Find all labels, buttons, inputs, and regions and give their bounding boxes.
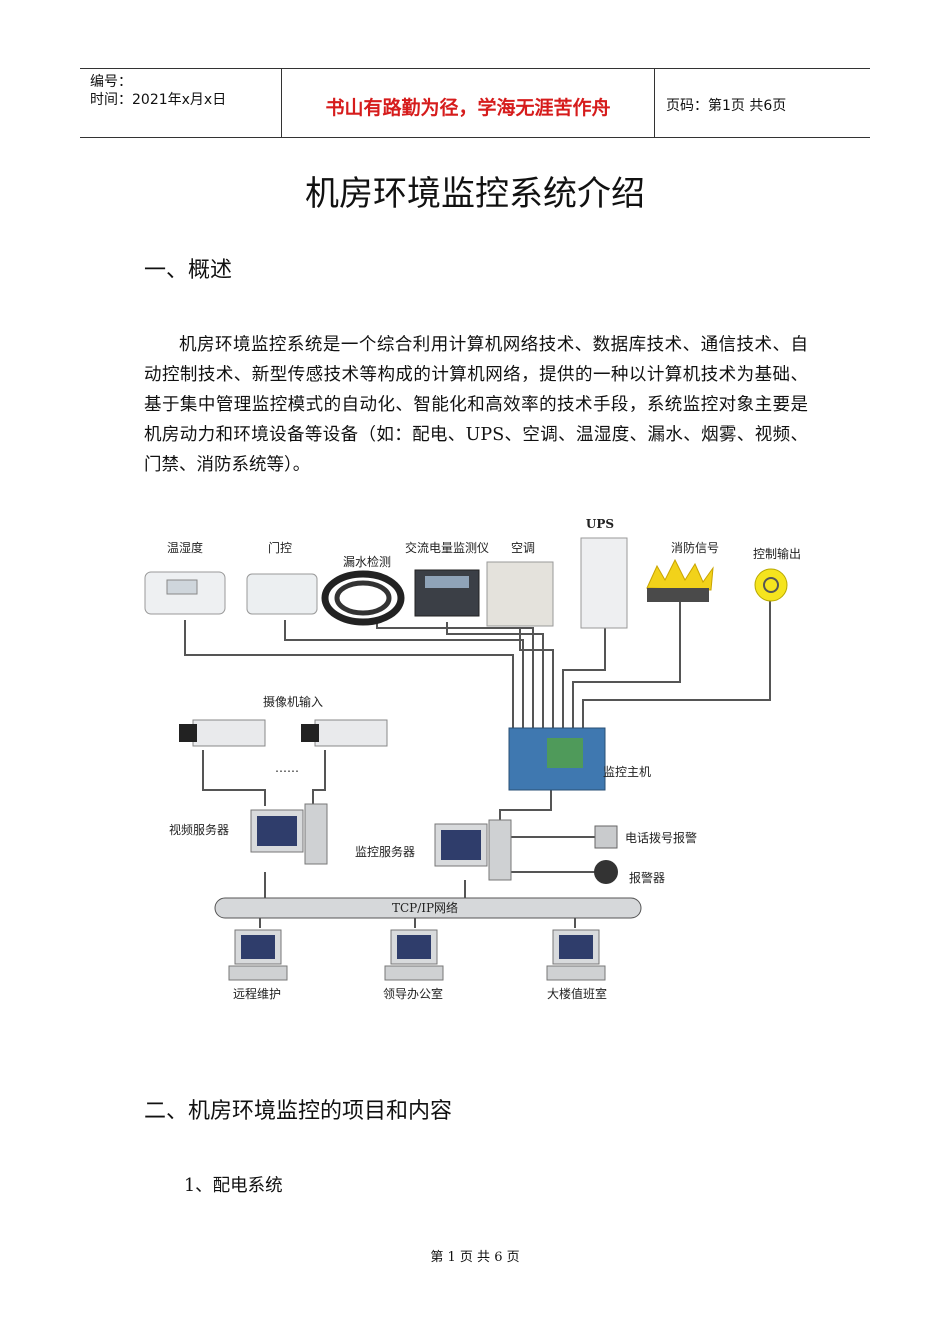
page-header: 编号： 时间：2021年x月x日 书山有路勤为径，学海无涯苦作舟 页码：第1页 … bbox=[80, 68, 870, 138]
control-output-ring bbox=[763, 577, 779, 593]
section1-heading: 一、概述 bbox=[144, 258, 233, 283]
device-label: 漏水检测 bbox=[343, 554, 391, 569]
device-label: 交流电量监测仪 bbox=[405, 540, 489, 555]
header-motto-cell: 书山有路勤为径，学海无涯苦作舟 bbox=[281, 69, 655, 137]
camera-lens bbox=[301, 724, 319, 742]
phone-alarm-label: 电话拨号报警 bbox=[625, 830, 697, 845]
header-page-cell: 页码：第1页 共6页 bbox=[654, 69, 870, 137]
network-label: TCP/IP网络 bbox=[392, 900, 458, 915]
device-label: UPS bbox=[586, 517, 614, 531]
device-label: 消防信号 bbox=[671, 540, 719, 555]
camera-lens bbox=[179, 724, 197, 742]
device-label: 空调 bbox=[511, 541, 535, 555]
leak-cable-icon bbox=[321, 570, 405, 626]
document-title: 机房环境监控系统介绍 bbox=[305, 174, 645, 214]
terminal-screen bbox=[397, 935, 431, 959]
fire-signal-icon bbox=[646, 558, 714, 591]
monitor-server-screen bbox=[441, 830, 481, 860]
leak-cable-inner bbox=[334, 580, 392, 616]
terminal-base bbox=[384, 965, 444, 981]
camera-input-label: 摄像机输入 bbox=[263, 694, 323, 709]
host-board bbox=[547, 738, 583, 768]
terminal-label: 领导办公室 bbox=[383, 986, 443, 1001]
terminal-label: 大楼值班室 bbox=[547, 986, 607, 1001]
header-meta: 编号： 时间：2021年x月x日 bbox=[80, 69, 280, 137]
dots-label: …… bbox=[275, 761, 299, 775]
alarm-label: 报警器 bbox=[629, 870, 665, 885]
time-label: 时间：2021年x月x日 bbox=[90, 92, 227, 108]
sensor-screen bbox=[166, 579, 198, 595]
terminal-screen bbox=[559, 935, 593, 959]
camera-icon bbox=[192, 719, 266, 747]
monitor-server-tower bbox=[488, 819, 512, 881]
ups-cabinet-icon bbox=[580, 537, 628, 629]
control-output-icon bbox=[754, 568, 788, 602]
page-label: 页码：第1页 共6页 bbox=[666, 98, 787, 114]
camera-icon bbox=[314, 719, 388, 747]
telephone-icon bbox=[594, 825, 618, 849]
number-label: 编号： bbox=[90, 74, 132, 90]
device-label: 温湿度 bbox=[167, 540, 203, 555]
air-conditioner-icon bbox=[486, 561, 554, 627]
terminal-screen bbox=[241, 935, 275, 959]
device-label: 门控 bbox=[268, 540, 292, 555]
meter-display bbox=[425, 576, 469, 588]
motto: 书山有路勤为径，学海无涯苦作舟 bbox=[325, 97, 611, 119]
page-footer: 第 1 页 共 6 页 bbox=[430, 1250, 520, 1265]
section2-heading: 二、机房环境监控的项目和内容 bbox=[144, 1099, 453, 1124]
door-control-icon bbox=[246, 573, 318, 615]
terminal-base bbox=[546, 965, 606, 981]
alarm-siren-icon bbox=[594, 860, 618, 884]
fire-device-base bbox=[647, 588, 709, 602]
device-label: 控制输出 bbox=[753, 546, 801, 561]
system-diagram: 温湿度 门控 漏水检测 交流电量监测仪 空调 UPS 消防信号 控制输出 摄像机… bbox=[144, 517, 801, 1001]
terminal-base bbox=[228, 965, 288, 981]
network-bus bbox=[214, 897, 642, 919]
section1-paragraph: 机房环境监控系统是一个综合利用计算机网络技术、数据库技术、通信技术、自动控制技术… bbox=[144, 335, 808, 475]
terminal-label: 远程维护 bbox=[233, 986, 281, 1001]
monitor-server-label: 监控服务器 bbox=[355, 844, 415, 859]
monitor-host-label: 监控主机 bbox=[603, 765, 651, 779]
video-server-screen bbox=[257, 816, 297, 846]
video-server-label: 视频服务器 bbox=[169, 822, 229, 837]
section2-sub1: 1、配电系统 bbox=[184, 1176, 283, 1196]
connection-lines bbox=[184, 600, 771, 928]
video-server-tower bbox=[304, 803, 328, 865]
